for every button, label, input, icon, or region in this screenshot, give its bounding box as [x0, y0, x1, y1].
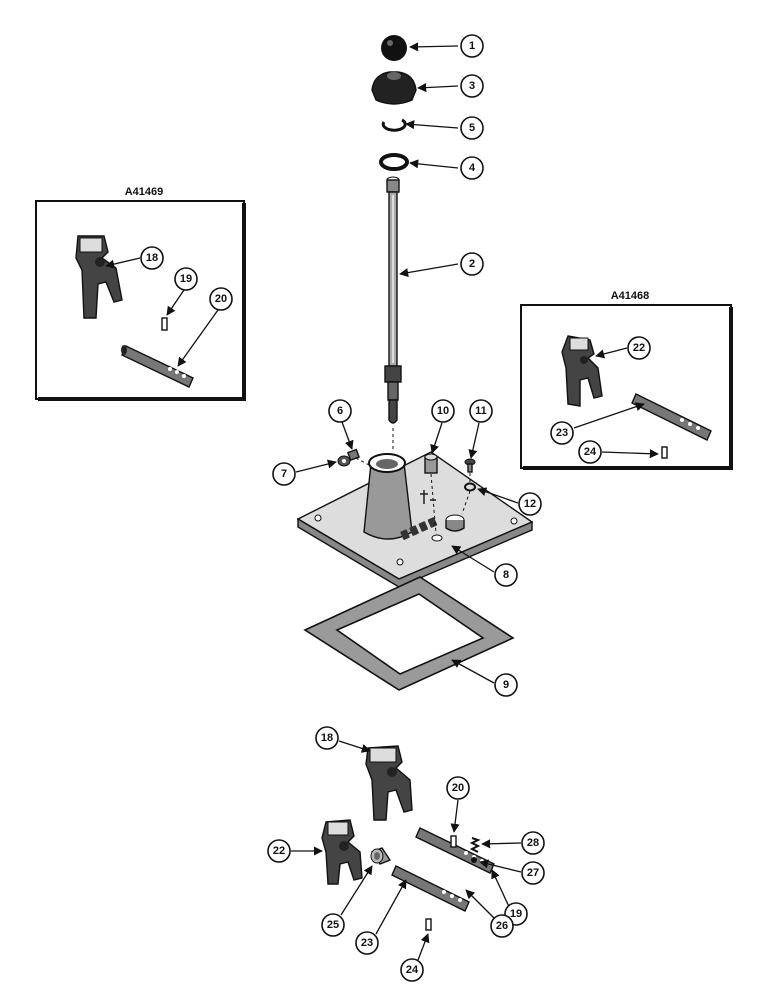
svg-text:2: 2	[469, 258, 475, 270]
callout: 2	[460, 252, 484, 276]
svg-text:27: 27	[527, 867, 539, 879]
shift-fork-part	[561, 335, 603, 407]
nut-part	[337, 455, 351, 467]
pin-part	[425, 918, 432, 931]
svg-text:5: 5	[469, 122, 475, 134]
inset-a41469: A41469	[35, 186, 246, 401]
callout: 18	[315, 726, 339, 750]
svg-text:10: 10	[437, 405, 449, 417]
shift-rail-part	[415, 827, 495, 874]
svg-text:18: 18	[146, 252, 158, 264]
knob-part	[381, 35, 407, 61]
callout: 10	[431, 399, 455, 423]
svg-text:9: 9	[503, 679, 509, 691]
svg-text:24: 24	[584, 446, 597, 458]
svg-text:20: 20	[215, 293, 227, 305]
shift-lever-part	[384, 176, 402, 424]
svg-text:18: 18	[321, 732, 333, 744]
svg-text:19: 19	[510, 908, 522, 920]
washer-part	[379, 153, 409, 171]
shift-rail-part	[631, 393, 712, 441]
svg-text:12: 12	[524, 498, 536, 510]
callout: 20	[209, 287, 233, 311]
svg-text:19: 19	[180, 273, 192, 285]
spring-part	[469, 837, 481, 853]
svg-text:26: 26	[496, 920, 508, 932]
inset-title-a41468: A41468	[611, 290, 650, 302]
ball-part	[471, 857, 477, 863]
sleeve-part	[370, 847, 392, 865]
svg-text:7: 7	[281, 468, 287, 480]
callout: 3	[460, 74, 484, 98]
boot-part	[371, 71, 417, 105]
svg-text:8: 8	[503, 569, 509, 581]
inset-title-a41469: A41469	[125, 186, 164, 198]
callout: 23	[550, 421, 574, 445]
svg-text:22: 22	[633, 342, 645, 354]
svg-text:11: 11	[475, 405, 487, 417]
callout: 22	[267, 839, 291, 863]
plug-part	[346, 448, 360, 462]
pin-part	[661, 446, 668, 459]
callout: 5	[460, 116, 484, 140]
callout: 28	[521, 831, 545, 855]
shift-fork-part	[75, 235, 123, 319]
gasket-part	[303, 576, 515, 691]
svg-text:24: 24	[406, 964, 419, 976]
callout: 25	[321, 913, 345, 937]
svg-text:23: 23	[361, 937, 373, 949]
callout: 19	[174, 267, 198, 291]
callout: 1	[460, 34, 484, 58]
svg-text:3: 3	[469, 80, 475, 92]
callout: 8	[494, 563, 518, 587]
callout: 12	[518, 492, 542, 516]
svg-text:6: 6	[337, 405, 343, 417]
callout: 26	[490, 914, 514, 938]
inset-frame	[520, 304, 732, 469]
callout: 7	[272, 462, 296, 486]
callout: 27	[521, 861, 545, 885]
shift-fork-part	[321, 819, 363, 885]
callout: 11	[469, 399, 493, 423]
svg-text:4: 4	[469, 162, 476, 174]
callout: 6	[328, 399, 352, 423]
svg-text:20: 20	[452, 782, 464, 794]
callout: 23	[355, 931, 379, 955]
inset-a41468: A41468	[520, 290, 733, 470]
callout: 24	[578, 440, 602, 464]
svg-text:28: 28	[527, 837, 539, 849]
shift-rail-part	[391, 865, 470, 912]
callout: 22	[627, 336, 651, 360]
svg-text:1: 1	[469, 40, 475, 52]
lock-washer-part	[464, 482, 476, 492]
callout: 18	[140, 246, 164, 270]
spacer-part	[424, 453, 438, 474]
screw-part	[464, 458, 476, 473]
svg-text:25: 25	[327, 919, 339, 931]
shift-fork-part	[365, 745, 413, 821]
callout: 24	[400, 958, 424, 982]
callouts: 1 3 5 4 2 18 19 20 22 23 24 6 10 11 7 12…	[140, 34, 651, 982]
leader-lines	[105, 42, 659, 961]
pin-part	[161, 317, 168, 331]
callout: 20	[446, 776, 470, 800]
pin-part	[450, 835, 457, 848]
svg-text:22: 22	[273, 845, 285, 857]
svg-text:23: 23	[556, 427, 568, 439]
shift-rail-part	[121, 345, 194, 388]
snap-ring-part	[381, 118, 407, 132]
shifter-cover-part	[296, 451, 534, 588]
callout: 9	[494, 673, 518, 697]
callout: 4	[460, 156, 484, 180]
